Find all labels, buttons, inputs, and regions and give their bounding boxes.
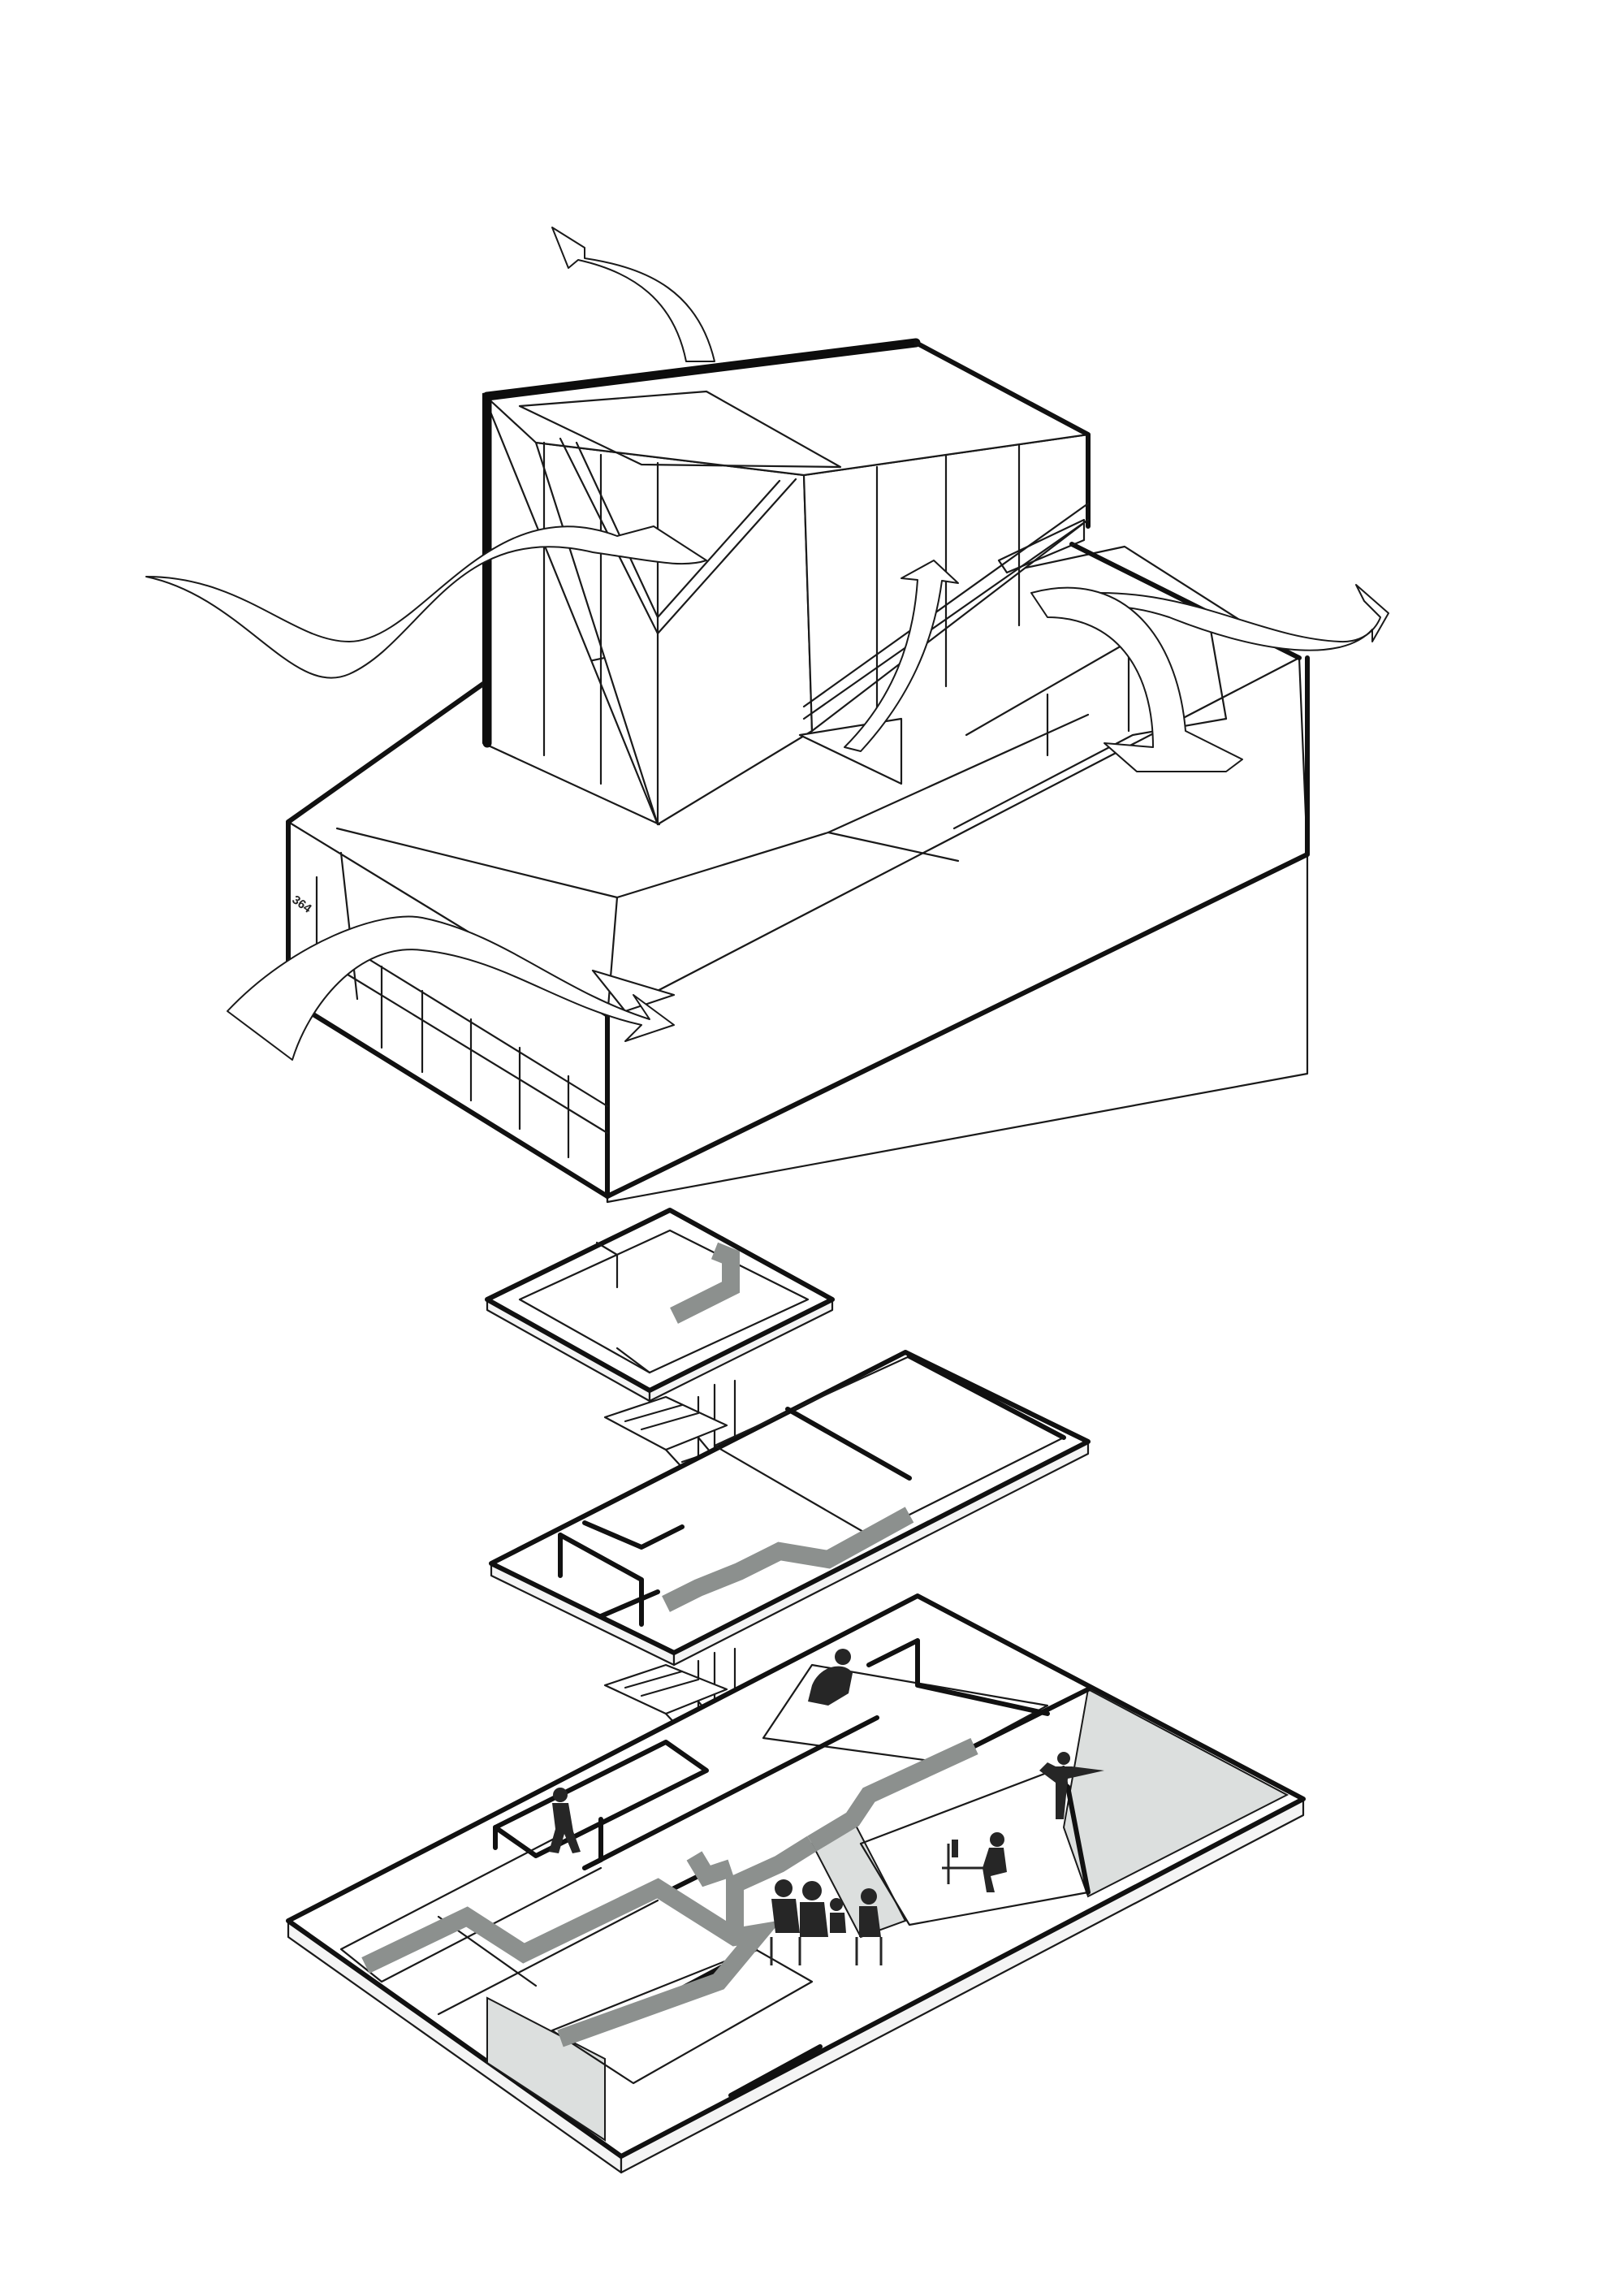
circulation-path-middle — [662, 1507, 914, 1612]
ground-floor-plate — [286, 1593, 1306, 2174]
family-dining-icon — [770, 1879, 883, 1965]
courtyard-shade-right — [1062, 1688, 1289, 1898]
airflow-arrow-right — [1047, 584, 1389, 651]
circulation-path-top — [670, 1242, 740, 1324]
person-desk-icon — [942, 1832, 1007, 1892]
house-massing: 364 — [286, 338, 1310, 1204]
solar-panel-grid — [518, 390, 842, 469]
person-walking-icon — [549, 1788, 581, 1853]
people-silhouettes — [549, 1649, 1104, 1965]
middle-floor-plate — [489, 1350, 1091, 1667]
top-floor-plate — [485, 1208, 835, 1403]
airflow-arrow-left — [145, 525, 707, 679]
person-yoga-icon — [1039, 1752, 1104, 1819]
airflow-arrow-front — [227, 915, 675, 1061]
person-crouching-icon — [808, 1649, 853, 1706]
airflow-arrows — [145, 227, 1389, 1061]
circulation-path-ground — [361, 1878, 782, 2047]
airflow-arrow-right-down — [1030, 586, 1243, 772]
airflow-arrow-center-up — [844, 560, 959, 752]
airflow-arrow-top — [551, 227, 715, 362]
